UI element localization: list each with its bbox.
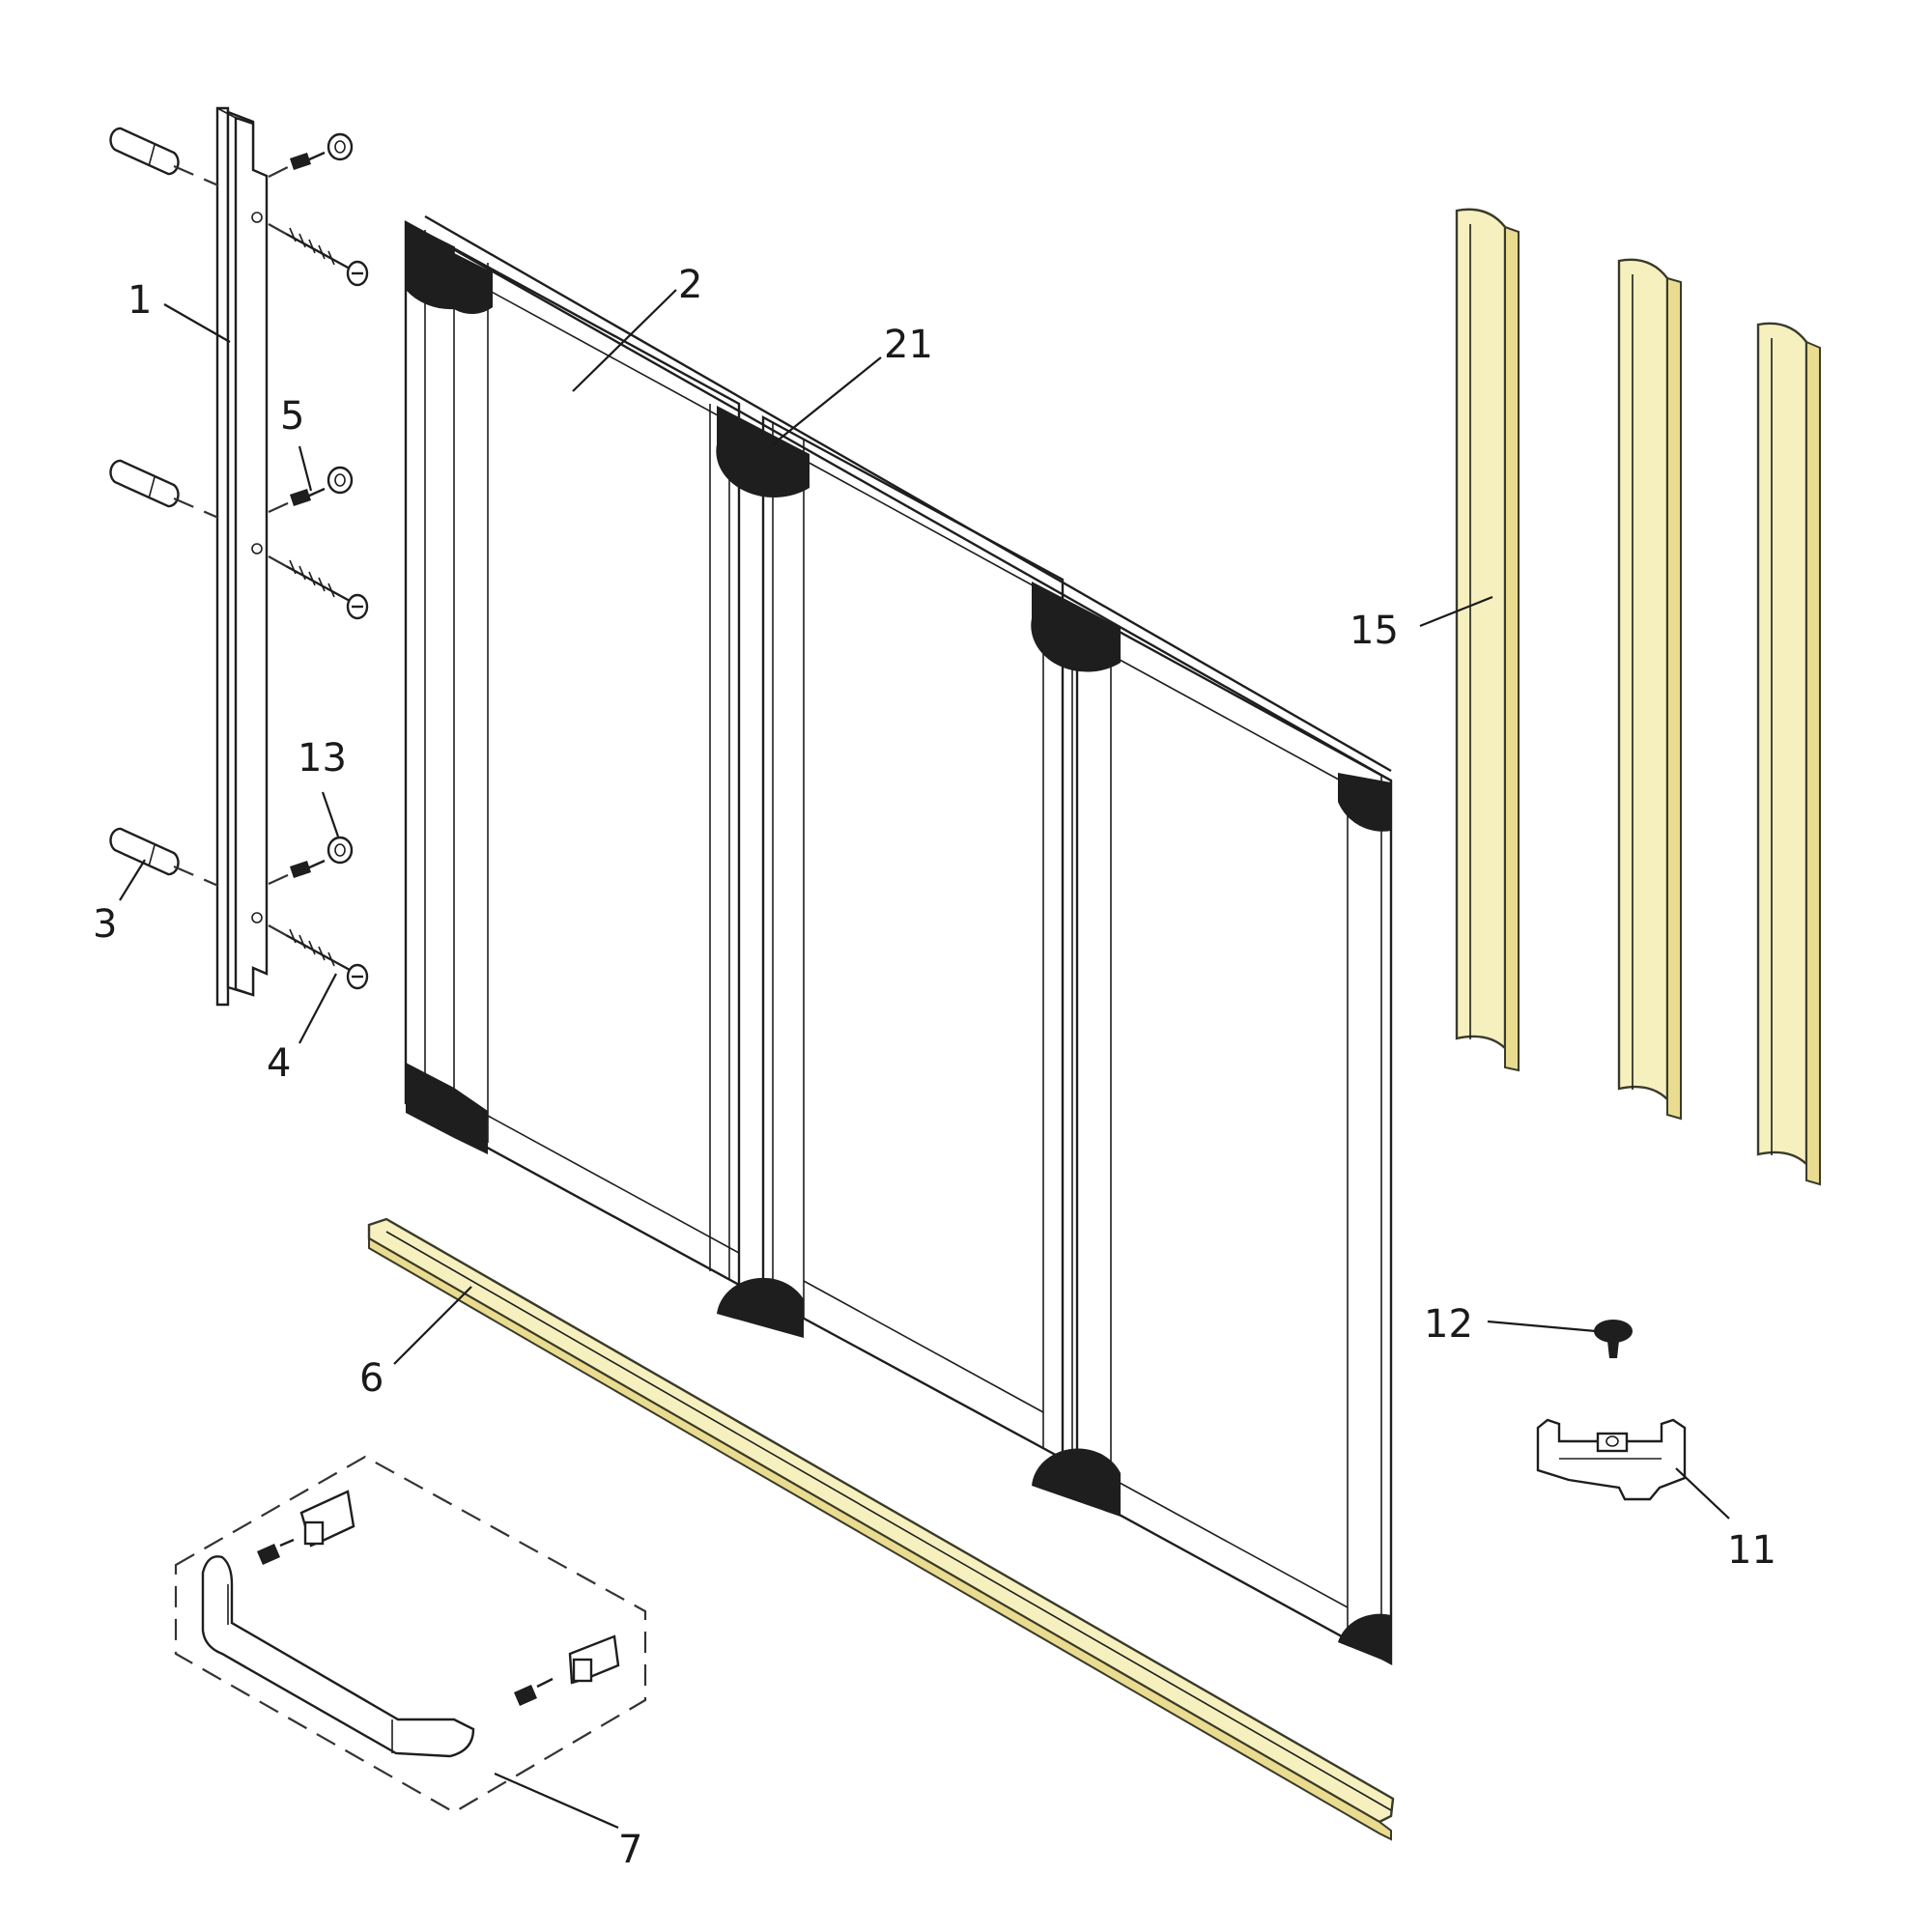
hinge-top-2: [1031, 582, 1121, 672]
bottom-rail: [367, 1217, 1395, 1841]
callout-6: 6: [359, 1356, 384, 1401]
fixing-screw: [1594, 1320, 1633, 1358]
corner-bottom-right: [1338, 1613, 1391, 1663]
wall-plug-middle: [109, 459, 219, 520]
callout-11: 11: [1727, 1528, 1776, 1573]
wall-plug-bottom: [109, 827, 219, 888]
handle-screw-top: [257, 1538, 295, 1565]
cap-screw-top: [268, 132, 354, 178]
callout-7: 7: [618, 1828, 642, 1872]
vertical-profile-1: [1455, 208, 1520, 1072]
callout-5: 5: [280, 394, 304, 439]
wood-screw-bottom: [268, 924, 369, 990]
cap-screws-and-caps: [268, 132, 354, 886]
cap-screw-middle: [268, 466, 354, 514]
handle-kit: [174, 1455, 647, 1814]
vertical-profile-2: [1617, 258, 1682, 1121]
handle-bar: [201, 1555, 475, 1758]
vertical-profiles: [1455, 208, 1821, 1186]
handle-clip-top: [299, 1490, 355, 1548]
wall-plug-top: [109, 127, 219, 187]
hinge-bottom-2: [1032, 1448, 1121, 1517]
wall-plugs: [109, 127, 219, 888]
callout-12: 12: [1424, 1302, 1473, 1347]
callout-4: 4: [267, 1041, 291, 1086]
leader-lines: [119, 289, 1730, 1830]
handle-screw-bottom: [514, 1677, 554, 1706]
handle-clip-bottom: [568, 1634, 620, 1685]
callout-2: 2: [678, 263, 702, 307]
callout-labels: 1 2 21 5 13 3 4 15 6 12 11 7: [93, 263, 1776, 1872]
wood-screw-middle: [268, 555, 369, 620]
hinge-bottom-1: [717, 1277, 804, 1338]
cap-screw-bottom: [268, 836, 354, 886]
vertical-profile-3: [1756, 322, 1821, 1186]
folding-screen-panels: [404, 214, 1393, 1666]
callout-3: 3: [93, 902, 117, 947]
wood-screw-top: [268, 223, 369, 287]
callout-21: 21: [884, 323, 933, 367]
guide-block: [1536, 1418, 1687, 1501]
wood-screws: [268, 223, 369, 990]
callout-15: 15: [1350, 609, 1399, 653]
screen-panel-3: [1075, 606, 1393, 1666]
corner-top-right: [1338, 773, 1391, 832]
wall-jamb-profile: [215, 106, 269, 1007]
callout-13: 13: [298, 736, 347, 781]
callout-1: 1: [128, 278, 152, 323]
